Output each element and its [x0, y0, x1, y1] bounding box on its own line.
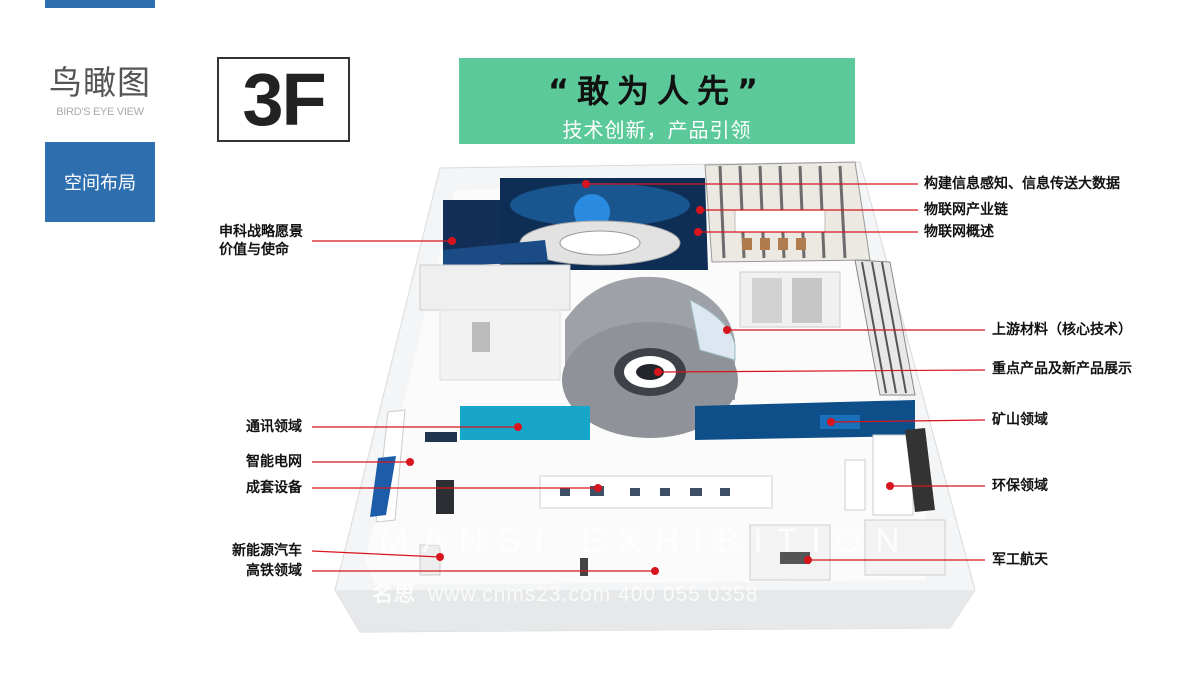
- callout-iot-overview: 物联网概述: [924, 224, 994, 240]
- callout-strategy-vision: 申科战略愿景: [219, 224, 303, 240]
- nav-title: 鸟瞰图: [49, 63, 151, 102]
- callout-key-products: 重点产品及新产品展示: [992, 361, 1132, 377]
- nav-subtitle: BIRD'S EYE VIEW: [56, 106, 144, 118]
- callout-upstream-materials: 上游材料（核心技术）: [992, 322, 1132, 338]
- callout-smart-grid: 智能电网: [246, 454, 302, 470]
- callout-military-aerospace: 军工航天: [992, 552, 1048, 568]
- slogan-sub: 技术创新，产品引领: [562, 118, 752, 142]
- callout-complete-equipment: 成套设备: [246, 480, 302, 496]
- callout-iot-chain: 物联网产业链: [924, 202, 1008, 218]
- watermark-brand-cn: 名思: [372, 583, 416, 606]
- sidebar-top-tab[interactable]: [45, 0, 155, 8]
- floor-badge: 3F: [217, 57, 350, 142]
- nav-item-space-layout[interactable]: 空间布局: [45, 142, 155, 222]
- callout-mining: 矿山领域: [992, 412, 1048, 428]
- slogan-banner: “敢为人先” 技术创新，产品引领: [459, 58, 855, 144]
- callout-big-data: 构建信息感知、信息传送大数据: [924, 176, 1120, 192]
- watermark-url-text: www.cnms23.com 400 055 0358: [428, 583, 759, 606]
- callout-environmental: 环保领域: [992, 478, 1048, 494]
- callout-communication: 通讯领域: [246, 419, 302, 435]
- callout-high-speed-rail: 高铁领域: [246, 563, 302, 579]
- callout-new-energy-vehicles: 新能源汽车: [232, 543, 302, 559]
- watermark-url: 名思 www.cnms23.com 400 055 0358: [372, 578, 759, 608]
- watermark-brand: MANSI EXHIBITION: [380, 522, 914, 560]
- callout-value-mission: 价值与使命: [219, 242, 289, 258]
- slogan-main: “敢为人先”: [547, 72, 767, 110]
